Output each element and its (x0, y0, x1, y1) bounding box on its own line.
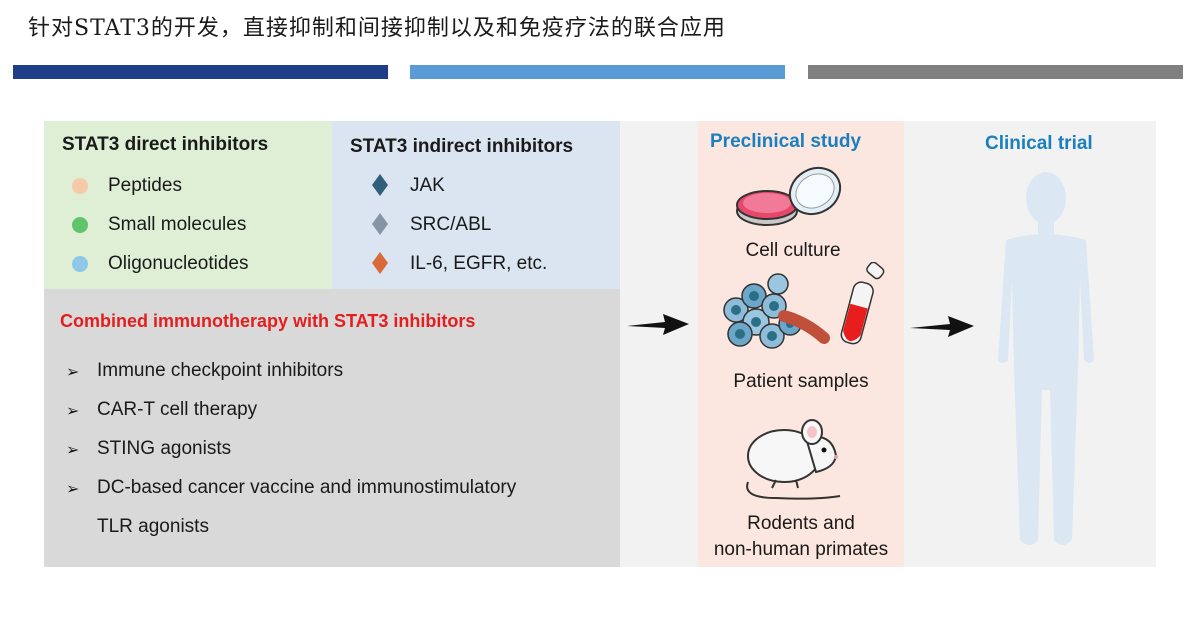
arrowhead-bullet-icon: ➢ (66, 403, 80, 420)
small-molecules-dot-icon (72, 217, 88, 233)
human-figure-icon (998, 172, 1094, 545)
combined-item-tlr: TLR agonists (97, 516, 209, 537)
direct-heading: STAT3 direct inhibitors (62, 134, 269, 155)
preclinical-heading: Preclinical study (710, 131, 862, 152)
arrowhead-bullet-icon: ➢ (66, 364, 80, 381)
arrow-to-clinical-icon (910, 316, 974, 337)
header-bar-lightblue (410, 65, 785, 79)
src-abl-label: SRC/ABL (410, 214, 492, 235)
header-bar-gray (808, 65, 1183, 79)
patient-samples-icon (723, 262, 885, 349)
arrowhead-bullet-icon: ➢ (66, 442, 80, 459)
combined-item-dc-vaccine: DC-based cancer vaccine and immunostimul… (97, 477, 517, 498)
page-title: 针对STAT3的开发，直接抑制和间接抑制以及和免疫疗法的联合应用 (28, 16, 726, 41)
il6-egfr-label: IL-6, EGFR, etc. (410, 253, 548, 274)
small-molecules-label: Small molecules (108, 214, 247, 235)
patient-samples-label: Patient samples (733, 371, 869, 392)
jak-label: JAK (410, 175, 445, 196)
mouse-icon (746, 419, 841, 500)
peptides-label: Peptides (108, 175, 182, 196)
header-bar-navy (13, 65, 388, 79)
combined-item-sting: STING agonists (97, 438, 232, 459)
combined-item-checkpoint: Immune checkpoint inhibitors (97, 360, 344, 381)
rodents-label-line2: non-human primates (713, 539, 889, 560)
combined-item-cart: CAR-T cell therapy (97, 399, 258, 420)
src-abl-diamond-icon (372, 213, 388, 235)
direct-inhibitors-panel (44, 121, 332, 289)
rodents-label-line1: Rodents and (747, 513, 855, 534)
jak-diamond-icon (372, 174, 388, 196)
oligonucleotides-label: Oligonucleotides (108, 253, 249, 274)
arrow-gap-panel (620, 121, 698, 567)
cell-culture-label: Cell culture (745, 240, 841, 261)
arrowhead-bullet-icon: ➢ (66, 481, 80, 498)
petri-dish-icon (736, 166, 842, 226)
combined-immunotherapy-panel (44, 289, 620, 567)
combined-heading: Combined immunotherapy with STAT3 inhibi… (60, 311, 476, 331)
peptides-dot-icon (72, 178, 88, 194)
arrow-to-preclinical-icon (627, 314, 689, 335)
il6-egfr-diamond-icon (372, 252, 388, 274)
indirect-heading: STAT3 indirect inhibitors (350, 136, 574, 157)
clinical-heading: Clinical trial (985, 133, 1093, 154)
oligonucleotides-dot-icon (72, 256, 88, 272)
